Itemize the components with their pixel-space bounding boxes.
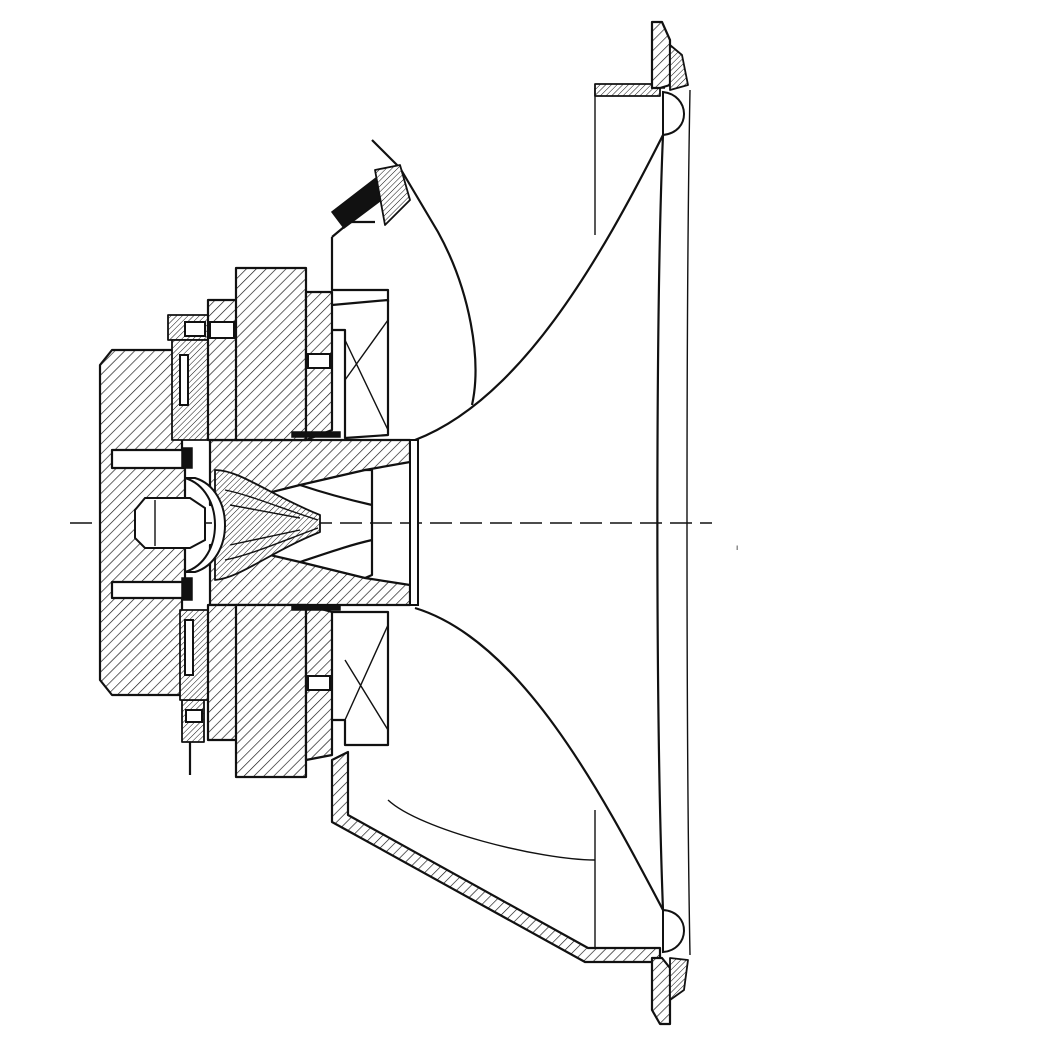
driver-spacer-top — [184, 321, 206, 337]
cone-front-edge — [656, 134, 665, 911]
cone-horn — [387, 134, 664, 911]
gap-ring-bottom — [291, 604, 341, 611]
woofer-magnet — [234, 266, 390, 779]
diaphragm-dome — [184, 477, 226, 573]
magnet-spacer-top — [209, 321, 235, 339]
cone-profile-top — [414, 134, 664, 442]
basket-frame — [330, 20, 689, 1026]
driver-slot-top — [179, 354, 189, 406]
gasket-bottom — [669, 957, 689, 1001]
cone-profile-bottom — [414, 606, 664, 911]
driver-magnet — [206, 298, 240, 742]
cone-inner-line-bottom — [387, 799, 596, 861]
terminal-block — [374, 164, 411, 226]
driver-magnet-bottom — [206, 603, 240, 742]
gap-ring-top — [291, 431, 341, 438]
spider-diag-top — [344, 319, 389, 431]
front-flange-bottom — [650, 956, 672, 1026]
driver-ring-top — [171, 339, 209, 441]
front-flange-top — [650, 20, 672, 90]
driver-spacer-bottom — [185, 709, 203, 723]
pole-piece — [134, 497, 206, 549]
horn-flare-lines — [299, 468, 374, 580]
surround-roll-bottom — [662, 908, 685, 954]
figure-label-mark: ı — [736, 543, 738, 552]
voice-coil-top — [181, 447, 193, 469]
gasket-top — [669, 44, 689, 91]
basket-upper-wall — [330, 220, 390, 302]
voice-coil-bottom — [181, 577, 193, 601]
plate-gap-top — [307, 353, 331, 369]
woofer-magnet-top — [234, 266, 308, 442]
compression-driver — [98, 314, 226, 743]
spider-top — [331, 298, 390, 440]
spider-bottom — [332, 610, 390, 747]
plate-gap-bottom — [307, 675, 331, 691]
phase-plug — [214, 469, 321, 581]
driver-slot-bottom — [184, 619, 194, 676]
basket-top-rim — [594, 83, 661, 97]
spider-diag-bottom — [344, 624, 389, 731]
woofer-magnet-bottom — [234, 603, 308, 779]
basket-lower-wall — [330, 750, 662, 964]
frame-front-edge — [686, 89, 691, 956]
terminal-strip — [371, 139, 477, 406]
cone-surround — [656, 89, 691, 956]
surround-roll-top — [662, 90, 685, 137]
horn-mouth — [409, 439, 419, 606]
phase-plug-slots — [224, 489, 319, 561]
horn-throat — [208, 438, 419, 607]
